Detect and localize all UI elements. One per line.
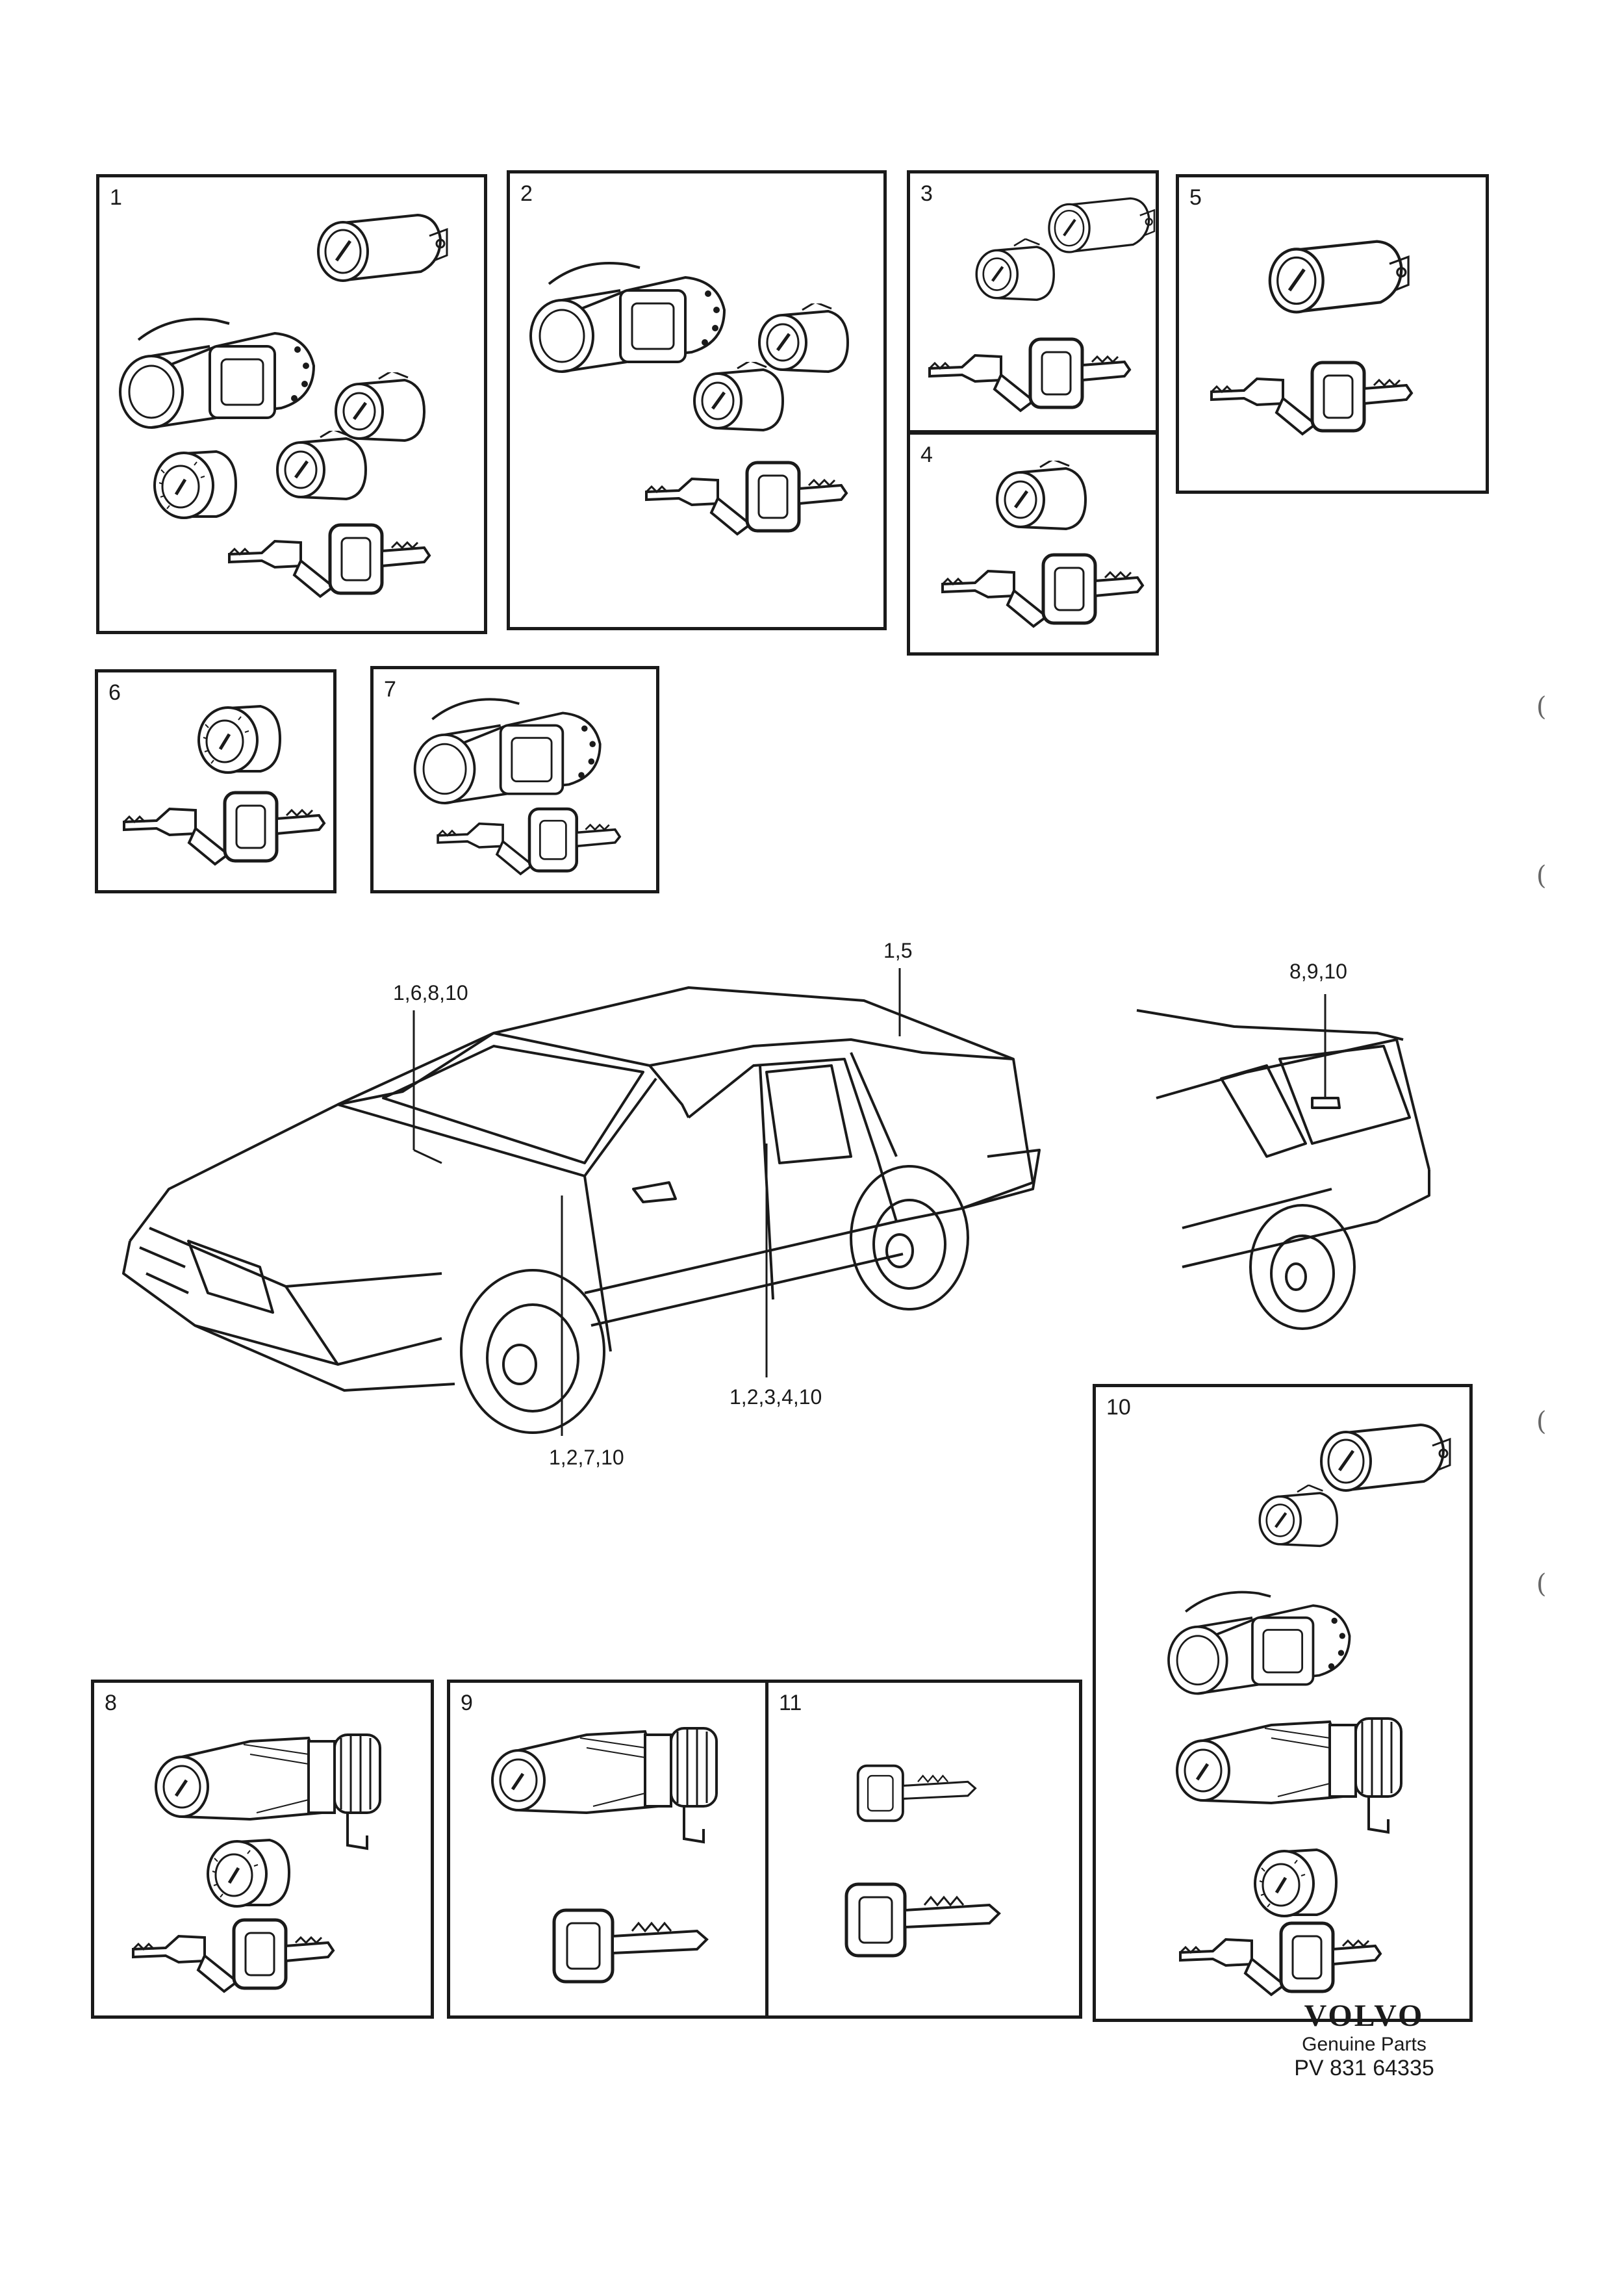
key — [856, 1764, 977, 1822]
callout-hood: 1,6,8,10 — [393, 981, 468, 1004]
panel-number: 3 — [920, 181, 933, 206]
panel-5-parts — [1179, 177, 1492, 497]
panel-number: 8 — [105, 1691, 117, 1715]
sedan-drawing — [122, 986, 1041, 1434]
lock-cylinder — [277, 429, 366, 499]
trunk-lock-knob — [199, 706, 280, 773]
panel-number: 10 — [1106, 1395, 1131, 1420]
lock-cylinder — [976, 239, 1054, 300]
brand-tagline: Genuine Parts — [1302, 2034, 1427, 2055]
lock-cylinder — [759, 302, 848, 372]
callout-front-door: 1,2,7,10 — [549, 1446, 624, 1469]
ignition-switch — [1167, 1591, 1351, 1695]
lock-cylinder — [336, 371, 424, 441]
panel-number: 9 — [461, 1691, 473, 1715]
panel-3: 3 — [907, 170, 1159, 433]
margin-mark: ( — [1536, 692, 1547, 722]
panel-7: 7 — [370, 666, 659, 893]
panel-number: 4 — [920, 442, 933, 467]
ignition-switch — [529, 262, 726, 373]
panel-8-parts — [94, 1683, 437, 2022]
key-set — [646, 463, 846, 534]
key-set — [1180, 1923, 1380, 1995]
callout-rear-door: 1,2,3,4,10 — [730, 1385, 822, 1409]
wagon-drawing — [1136, 1009, 1430, 1330]
trunk-lock-knob — [208, 1840, 289, 1906]
callout-wagon: 8,9,10 — [1289, 960, 1347, 983]
trunk-lock-knob — [155, 452, 236, 518]
ignition-switch — [119, 318, 315, 429]
lock-cylinder — [1260, 1485, 1337, 1546]
panel-10: 10 — [1093, 1384, 1473, 2022]
panel-4: 4 — [907, 431, 1159, 656]
panel-11-parts — [768, 1764, 1085, 2022]
panel-1: 1 — [96, 174, 487, 634]
panel-number: 5 — [1189, 185, 1202, 210]
panel-4-parts — [910, 435, 1162, 659]
ignition-switch — [413, 698, 602, 805]
key-set — [930, 339, 1130, 411]
tailgate-lock — [156, 1735, 380, 1848]
brand-block: VOLVO Genuine Parts PV 831 64335 — [1267, 1998, 1462, 2081]
panel-number: 11 — [779, 1691, 802, 1715]
key — [846, 1884, 999, 1956]
door-lock-cylinder — [1321, 1425, 1450, 1490]
panel-6-parts — [98, 672, 340, 897]
panel-10-parts — [1167, 1387, 1476, 2025]
lock-cylinder — [694, 361, 783, 430]
panel-11: 11 — [765, 1680, 1082, 2019]
door-lock-cylinder — [318, 215, 447, 281]
panel-9: 9 — [447, 1680, 770, 2019]
panel-number: 1 — [110, 185, 122, 210]
panel-3-parts — [910, 173, 1162, 437]
tailgate-lock — [492, 1728, 717, 1842]
panel-number: 2 — [520, 181, 533, 206]
panel-1-parts — [119, 177, 490, 637]
panel-5: 5 — [1176, 174, 1489, 494]
part-code: PV 831 64335 — [1294, 2056, 1434, 2080]
margin-mark: ( — [1536, 1407, 1547, 1437]
door-lock-cylinder — [1049, 198, 1154, 252]
key-set — [943, 555, 1143, 626]
callout-roof: 1,5 — [883, 939, 913, 962]
margin-mark: ( — [1536, 1569, 1547, 1599]
key-set — [1212, 363, 1412, 434]
tailgate-lock — [1177, 1719, 1401, 1832]
panel-9-parts — [450, 1683, 774, 2022]
door-lock-cylinder — [1270, 242, 1408, 313]
panel-8: 8 — [91, 1680, 434, 2019]
lock-cylinder — [997, 459, 1085, 529]
panel-number: 7 — [384, 677, 396, 702]
key — [554, 1910, 707, 1982]
key-set — [229, 525, 429, 596]
panel-6: 6 — [95, 669, 336, 893]
margin-mark: ( — [1536, 861, 1547, 891]
panel-2-parts — [529, 262, 890, 633]
key-set — [124, 793, 324, 864]
key-set — [133, 1920, 333, 1991]
callout-leaders — [412, 968, 1326, 1436]
trunk-lock-knob — [1255, 1850, 1336, 1916]
panel-7-parts — [413, 698, 663, 897]
volvo-logo: VOLVO — [1304, 1999, 1425, 2033]
panel-number: 6 — [108, 680, 121, 705]
key-set — [438, 809, 620, 874]
panel-2: 2 — [507, 170, 887, 630]
